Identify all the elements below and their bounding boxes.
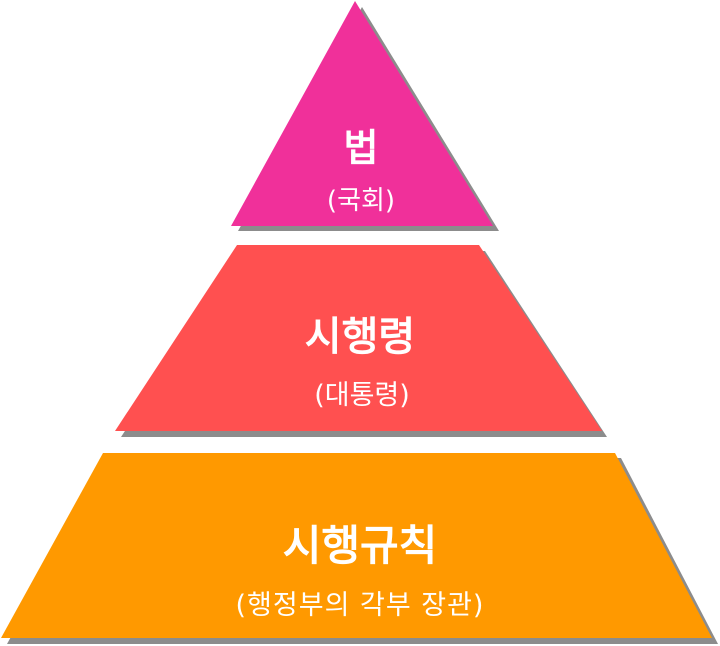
pyramid-level-middle: 시행령 (대통령) bbox=[115, 245, 602, 431]
middle-level-title: 시행령 bbox=[305, 314, 415, 360]
top-level-shape bbox=[231, 1, 493, 226]
top-level-title: 법 bbox=[344, 126, 379, 170]
top-level-subtitle: (국회) bbox=[327, 186, 395, 216]
bottom-level-subtitle: (행정부의 각부 장관) bbox=[236, 590, 485, 621]
bottom-level-title: 시행규칙 bbox=[283, 521, 438, 570]
pyramid-level-top: 법 (국회) bbox=[231, 1, 493, 226]
pyramid-level-bottom: 시행규칙 (행정부의 각부 장관) bbox=[1, 453, 712, 638]
middle-level-subtitle: (대통령) bbox=[314, 380, 410, 411]
bottom-level-shape bbox=[1, 453, 712, 638]
middle-level-shape bbox=[115, 245, 602, 431]
